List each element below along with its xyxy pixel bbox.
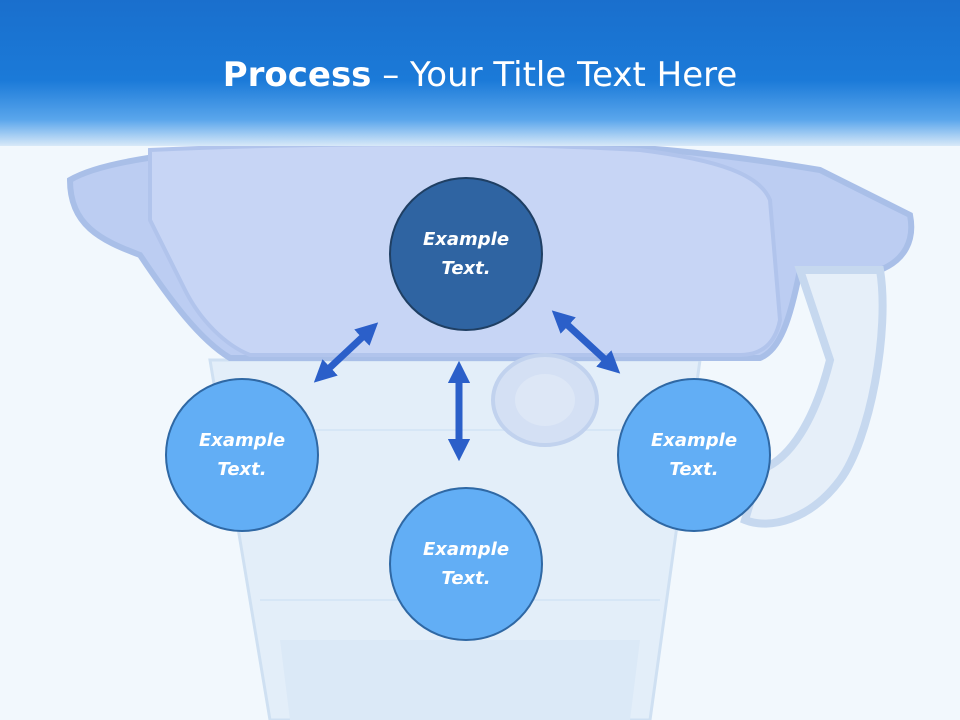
slide-title-bold: Process <box>222 55 372 95</box>
slide-title: Process – Your Title Text Here <box>0 52 960 98</box>
process-node-left-text: Example Text. <box>198 430 286 480</box>
title-bar <box>0 0 960 146</box>
process-node-bottom-text: Example Text. <box>422 539 510 589</box>
slide-title-rest: – Your Title Text Here <box>371 55 738 95</box>
process-node-left: Example Text. <box>165 378 319 532</box>
arrow-top-right <box>551 310 621 374</box>
process-node-right-text: Example Text. <box>650 430 738 480</box>
process-node-top: Example Text. <box>389 177 543 331</box>
process-node-top-text: Example Text. <box>422 229 510 279</box>
process-node-right: Example Text. <box>617 378 771 532</box>
arrow-top-left <box>313 322 379 383</box>
process-node-bottom: Example Text. <box>389 487 543 641</box>
